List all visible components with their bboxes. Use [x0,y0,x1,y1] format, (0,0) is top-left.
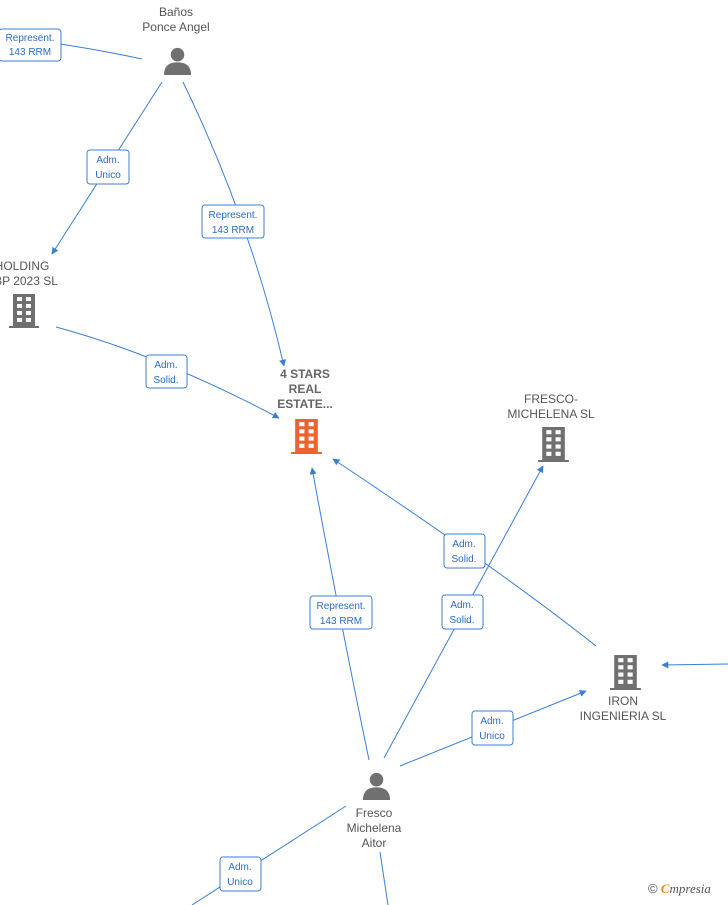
node-holding[interactable]: HOLDING BP 2023 SL [0,259,58,328]
person-icon [362,772,391,800]
svg-text:143 RRM: 143 RRM [212,225,254,236]
svg-text:Adm.: Adm. [154,360,177,371]
svg-text:Michelena: Michelena [347,821,402,835]
edge-line [191,805,347,905]
brand-initial: C [660,881,670,896]
svg-text:Aitor: Aitor [362,836,387,850]
svg-text:IRON: IRON [608,694,638,708]
svg-text:ESTATE...: ESTATE... [277,397,333,411]
edge-line [59,43,143,60]
svg-text:Adm.: Adm. [480,716,503,727]
edge-label-represent: Represent. 143 RRM [0,28,62,62]
node-fresco-michelena-aitor[interactable]: Fresco Michelena Aitor [347,772,402,850]
edge-label-adm-unico: Adm. Unico [86,149,130,185]
svg-text:Unico: Unico [227,877,253,888]
svg-text:Solid.: Solid. [153,375,178,386]
node-fresco-michelena-sl[interactable]: FRESCO- MICHELENA SL [507,392,595,462]
svg-text:Unico: Unico [95,170,121,181]
building-icon [538,427,569,462]
svg-text:MICHELENA SL: MICHELENA SL [507,407,595,421]
node-main-company[interactable]: 4 STARS REAL ESTATE... [277,367,333,454]
empresia-logo[interactable]: © Cmpresia [648,881,728,901]
svg-text:Fresco: Fresco [356,806,393,820]
edge-label-represent: Represent. 143 RRM [309,595,373,630]
svg-text:Represent.: Represent. [209,210,258,221]
svg-text:Adm.: Adm. [228,862,251,873]
svg-text:FRESCO-: FRESCO- [524,392,578,406]
building-icon [291,419,322,454]
svg-text:Adm.: Adm. [96,155,119,166]
svg-text:4 STARS: 4 STARS [280,367,330,381]
edge-line [661,661,728,669]
svg-text:Baños: Baños [159,5,193,19]
edge-line [379,851,389,905]
svg-text:BP 2023 SL: BP 2023 SL [0,274,58,288]
edge-label-adm-unico: Adm. Unico [219,856,262,892]
svg-text:Represent.: Represent. [6,33,55,44]
edge-label-adm-unico: Adm. Unico [471,710,514,746]
brand-name: mpresia [669,881,711,896]
building-icon [9,294,39,328]
svg-text:Adm.: Adm. [450,600,473,611]
edge-label-adm-solid: Adm. Solid. [441,594,484,630]
svg-text:Represent.: Represent. [317,601,366,612]
svg-text:143 RRM: 143 RRM [9,47,51,58]
node-iron-ingenieria[interactable]: IRON INGENIERIA SL [580,655,667,723]
svg-text:Ponce Angel: Ponce Angel [142,20,209,34]
svg-text:REAL: REAL [289,382,322,396]
svg-text:Solid.: Solid. [449,615,474,626]
svg-text:Unico: Unico [479,731,505,742]
edge-label-adm-solid: Adm. Solid. [443,533,486,569]
svg-text:Adm.: Adm. [452,539,475,550]
node-ponce-angel[interactable]: Baños Ponce Angel [142,5,210,75]
copyright-symbol: © [648,881,658,896]
edge-label-represent: Represent. 143 RRM [201,204,265,239]
svg-text:HOLDING: HOLDING [0,259,49,273]
svg-text:Solid.: Solid. [451,554,476,565]
person-icon [163,47,192,75]
building-icon [610,655,641,690]
svg-text:INGENIERIA SL: INGENIERIA SL [580,709,667,723]
edge-label-adm-solid: Adm. Solid. [145,354,188,389]
svg-text:143 RRM: 143 RRM [320,616,362,627]
